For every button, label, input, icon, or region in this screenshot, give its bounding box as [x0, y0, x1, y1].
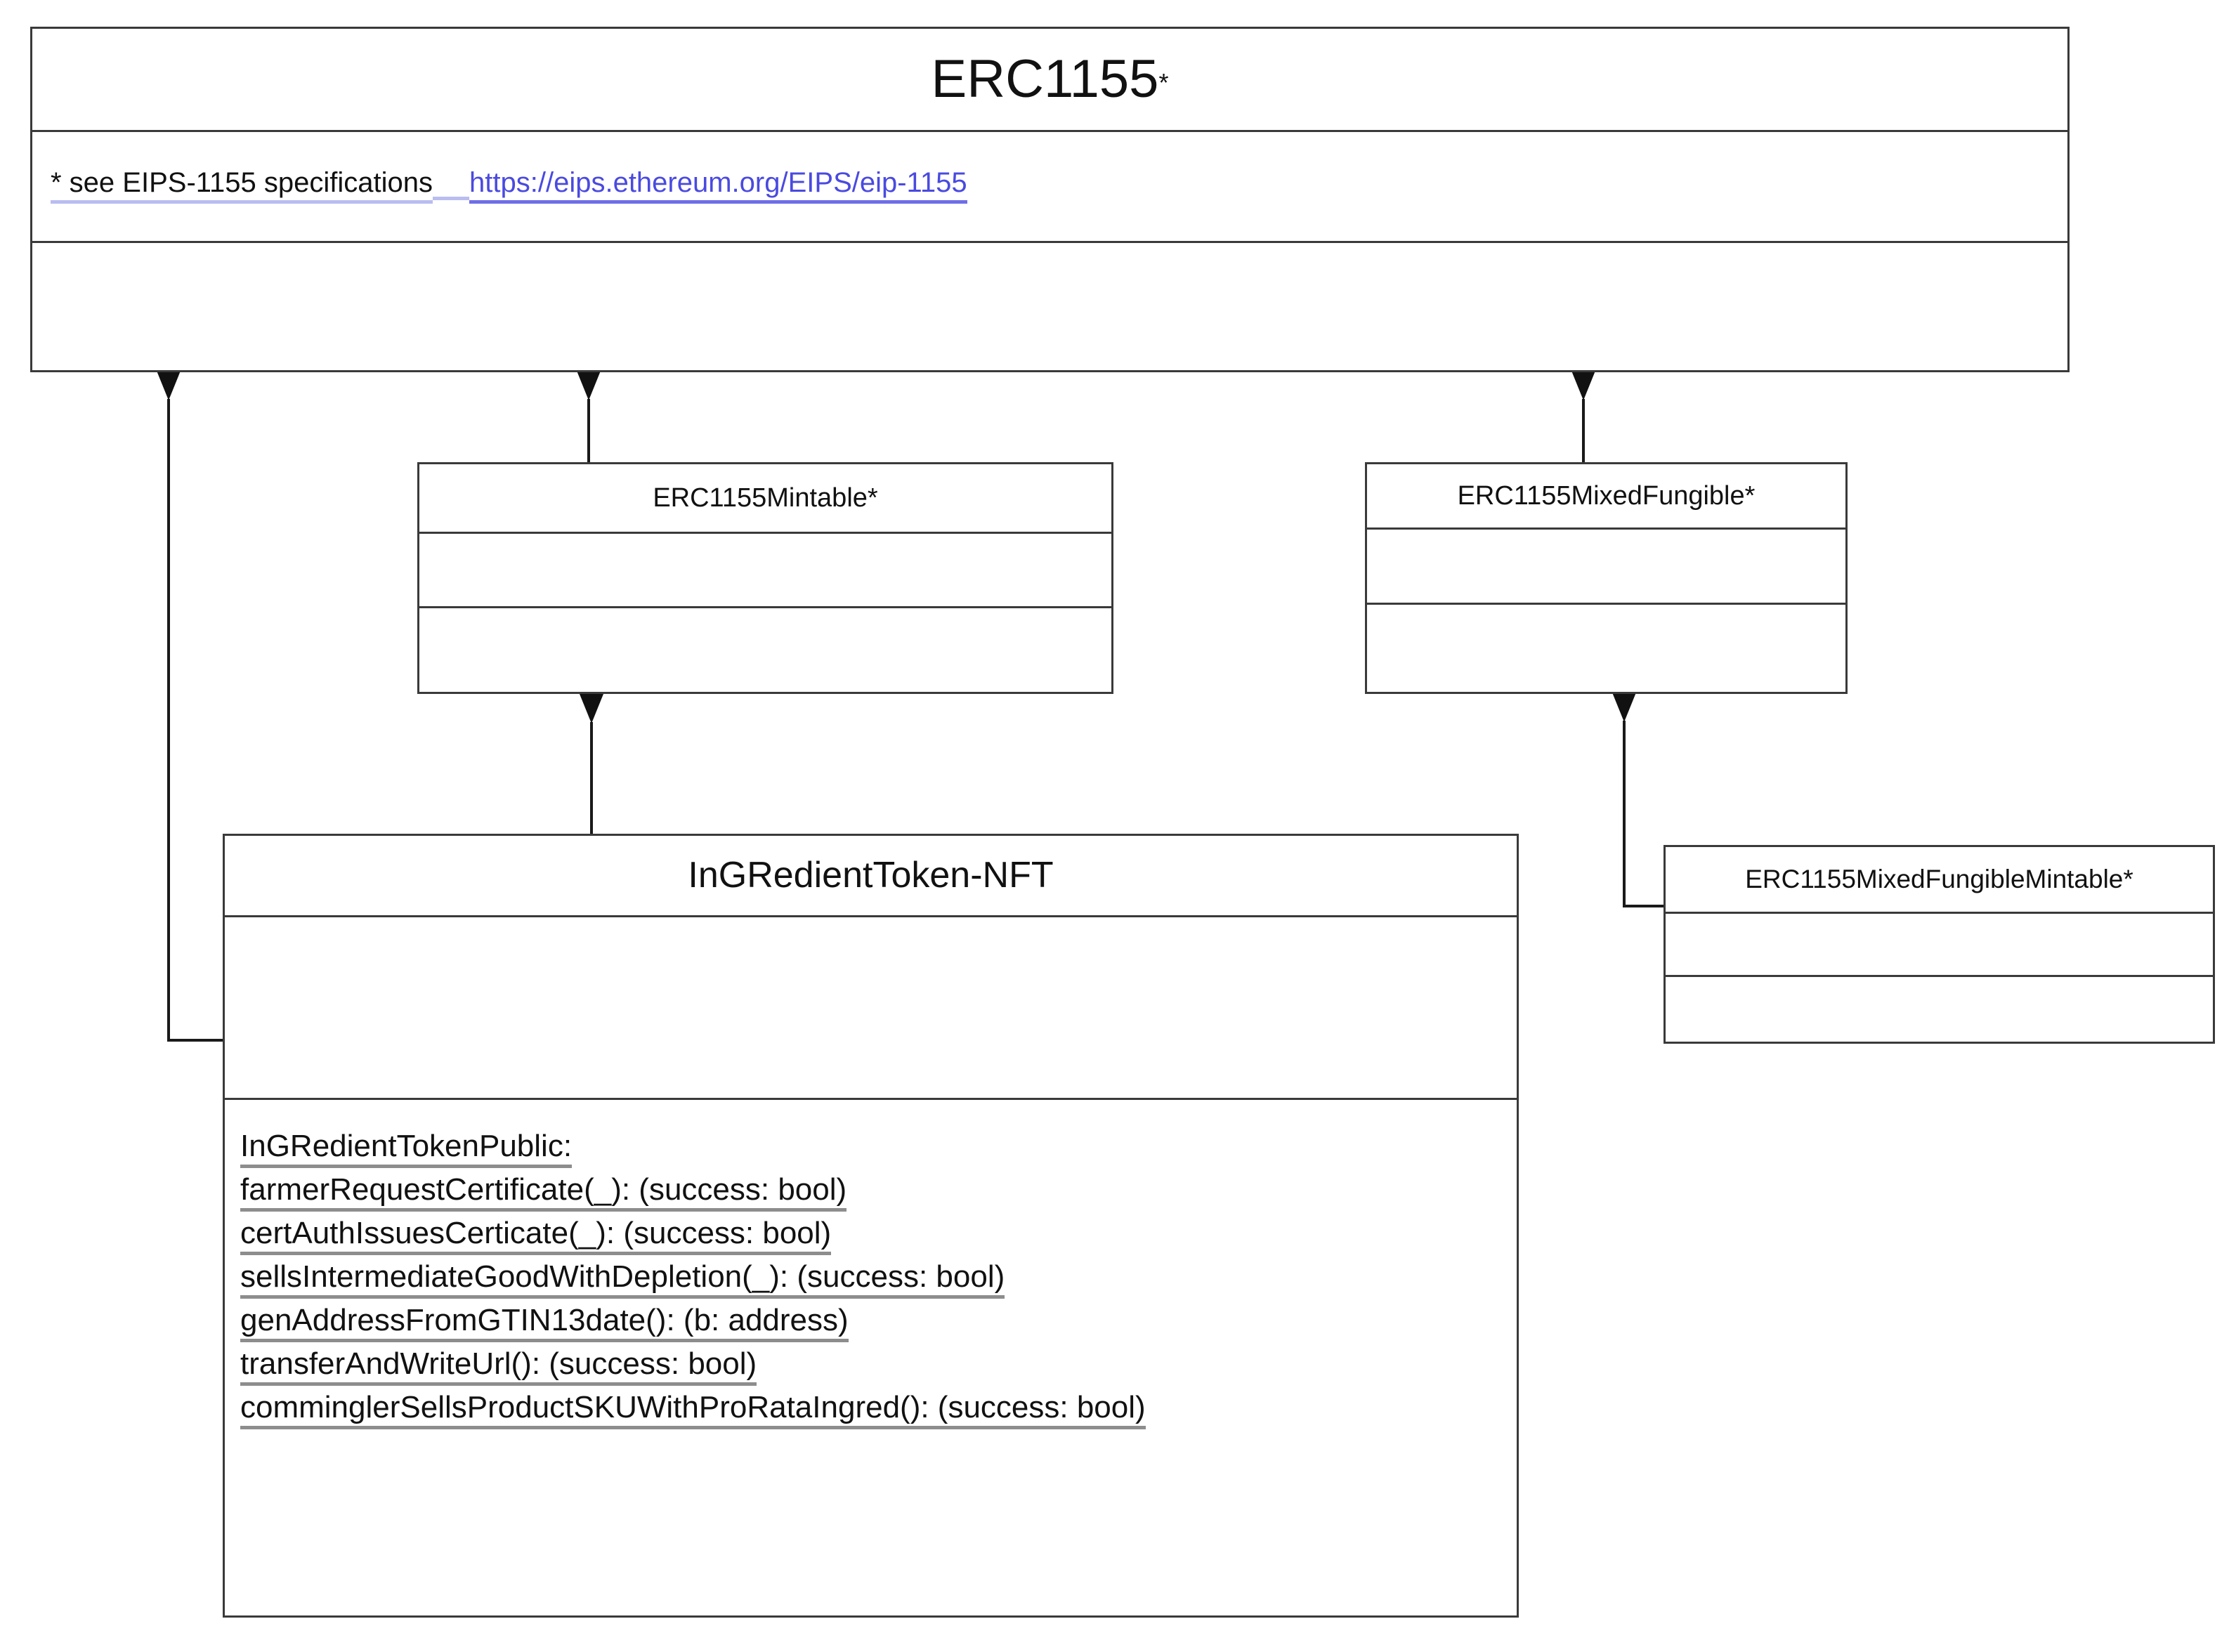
class-title-ingredienttoken-nft: InGRedientToken-NFT: [688, 855, 1054, 896]
generalization-arrowhead-ingredient-to-erc1155: [157, 371, 181, 400]
operation-label: farmerRequestCertificate(_): (success: b…: [240, 1172, 847, 1212]
class-title-marker-erc1155: *: [1158, 68, 1169, 97]
generalization-mintable-to-erc1155-vertical: [587, 399, 590, 464]
spec-note-line: * see EIPS-1155 specifications https://ei…: [51, 166, 967, 204]
generalization-arrowhead-mintable-to-erc1155: [577, 371, 601, 400]
generalization-ingredient-to-erc1155-vertical: [167, 399, 170, 1042]
class-name-compartment-erc1155mixedfungible: ERC1155MixedFungible*: [1367, 464, 1845, 527]
class-name-compartment-ingredienttoken-nft: InGRedientToken-NFT: [225, 836, 1517, 915]
class-box-ingredienttoken-nft[interactable]: InGRedientToken-NFT InGRedientTokenPubli…: [223, 834, 1519, 1618]
class-operations-compartment-erc1155mixedfungible: [1367, 603, 1845, 692]
generalization-mixedfungible-to-erc1155-vertical: [1582, 399, 1585, 464]
class-note-compartment-erc1155: * see EIPS-1155 specifications https://ei…: [32, 130, 2067, 241]
generalization-ingredient-to-erc1155-horizontal: [167, 1039, 225, 1042]
class-attributes-compartment-erc1155mintable: [419, 532, 1111, 606]
generalization-arrowhead-ingredient-to-mintable: [580, 694, 603, 723]
operation-item: certAuthIssuesCerticate(_): (success: bo…: [240, 1216, 1510, 1255]
class-attributes-compartment-ingredienttoken-nft: [225, 915, 1517, 1098]
class-title-erc1155mixedfungiblemintable: ERC1155MixedFungibleMintable*: [1745, 865, 2133, 893]
class-attributes-compartment-erc1155mixedfungiblemintable: [1666, 912, 2213, 975]
class-operations-compartment-erc1155: [32, 241, 2067, 370]
operation-item: transferAndWriteUrl(): (success: bool): [240, 1346, 1510, 1386]
class-operations-compartment-erc1155mixedfungiblemintable: [1666, 975, 2213, 1042]
generalization-arrowhead-mfmintable-to-mixedfungible: [1612, 693, 1636, 722]
generalization-arrowhead-mixedfungible-to-erc1155: [1571, 371, 1595, 400]
class-box-erc1155mixedfungible[interactable]: ERC1155MixedFungible*: [1365, 462, 1848, 694]
class-title-erc1155: ERC1155*: [32, 29, 2067, 133]
class-title-erc1155mixedfungible: ERC1155MixedFungible*: [1457, 481, 1756, 511]
class-name-compartment-erc1155mintable: ERC1155Mintable*: [419, 464, 1111, 532]
class-attributes-compartment-erc1155mixedfungible: [1367, 527, 1845, 603]
operations-heading: InGRedientTokenPublic:: [240, 1129, 1510, 1168]
class-operations-compartment-erc1155mintable: [419, 606, 1111, 692]
eip-1155-spec-link[interactable]: https://eips.ethereum.org/EIPS/eip-1155: [469, 167, 967, 204]
operation-item: sellsIntermediateGoodWithDepletion(_): (…: [240, 1259, 1510, 1299]
class-box-erc1155mixedfungiblemintable[interactable]: ERC1155MixedFungibleMintable*: [1663, 845, 2215, 1044]
operation-item: farmerRequestCertificate(_): (success: b…: [240, 1172, 1510, 1212]
operation-label: comminglerSellsProductSKUWithProRataIngr…: [240, 1390, 1146, 1429]
operation-item: comminglerSellsProductSKUWithProRataIngr…: [240, 1390, 1510, 1429]
operations-heading-text: InGRedientTokenPublic:: [240, 1129, 573, 1168]
operations-list: InGRedientTokenPublic: farmerRequestCert…: [240, 1129, 1510, 1436]
class-operations-compartment-ingredienttoken-nft: InGRedientTokenPublic: farmerRequestCert…: [225, 1098, 1517, 1615]
generalization-ingredient-to-mintable-vertical: [590, 722, 593, 836]
spec-note-gap: [433, 166, 470, 200]
class-title-erc1155mintable: ERC1155Mintable*: [653, 483, 878, 513]
generalization-mfmintable-to-mixedfungible-horizontal: [1623, 905, 1666, 907]
class-title-text-erc1155: ERC1155: [931, 49, 1159, 109]
operation-item: genAddressFromGTIN13date(): (b: address): [240, 1303, 1510, 1342]
operation-label: certAuthIssuesCerticate(_): (success: bo…: [240, 1216, 832, 1255]
class-box-erc1155mintable[interactable]: ERC1155Mintable*: [417, 462, 1113, 694]
class-box-erc1155[interactable]: ERC1155* * see EIPS-1155 specifications h…: [30, 27, 2070, 372]
generalization-mfmintable-to-mixedfungible-vertical: [1623, 721, 1626, 907]
operation-label: sellsIntermediateGoodWithDepletion(_): (…: [240, 1259, 1005, 1299]
spec-note-text: * see EIPS-1155 specifications: [51, 167, 433, 204]
operation-label: genAddressFromGTIN13date(): (b: address): [240, 1303, 849, 1342]
class-name-compartment-erc1155mixedfungiblemintable: ERC1155MixedFungibleMintable*: [1666, 847, 2213, 912]
operation-label: transferAndWriteUrl(): (success: bool): [240, 1346, 757, 1386]
class-name-compartment-erc1155: ERC1155*: [32, 29, 2067, 130]
